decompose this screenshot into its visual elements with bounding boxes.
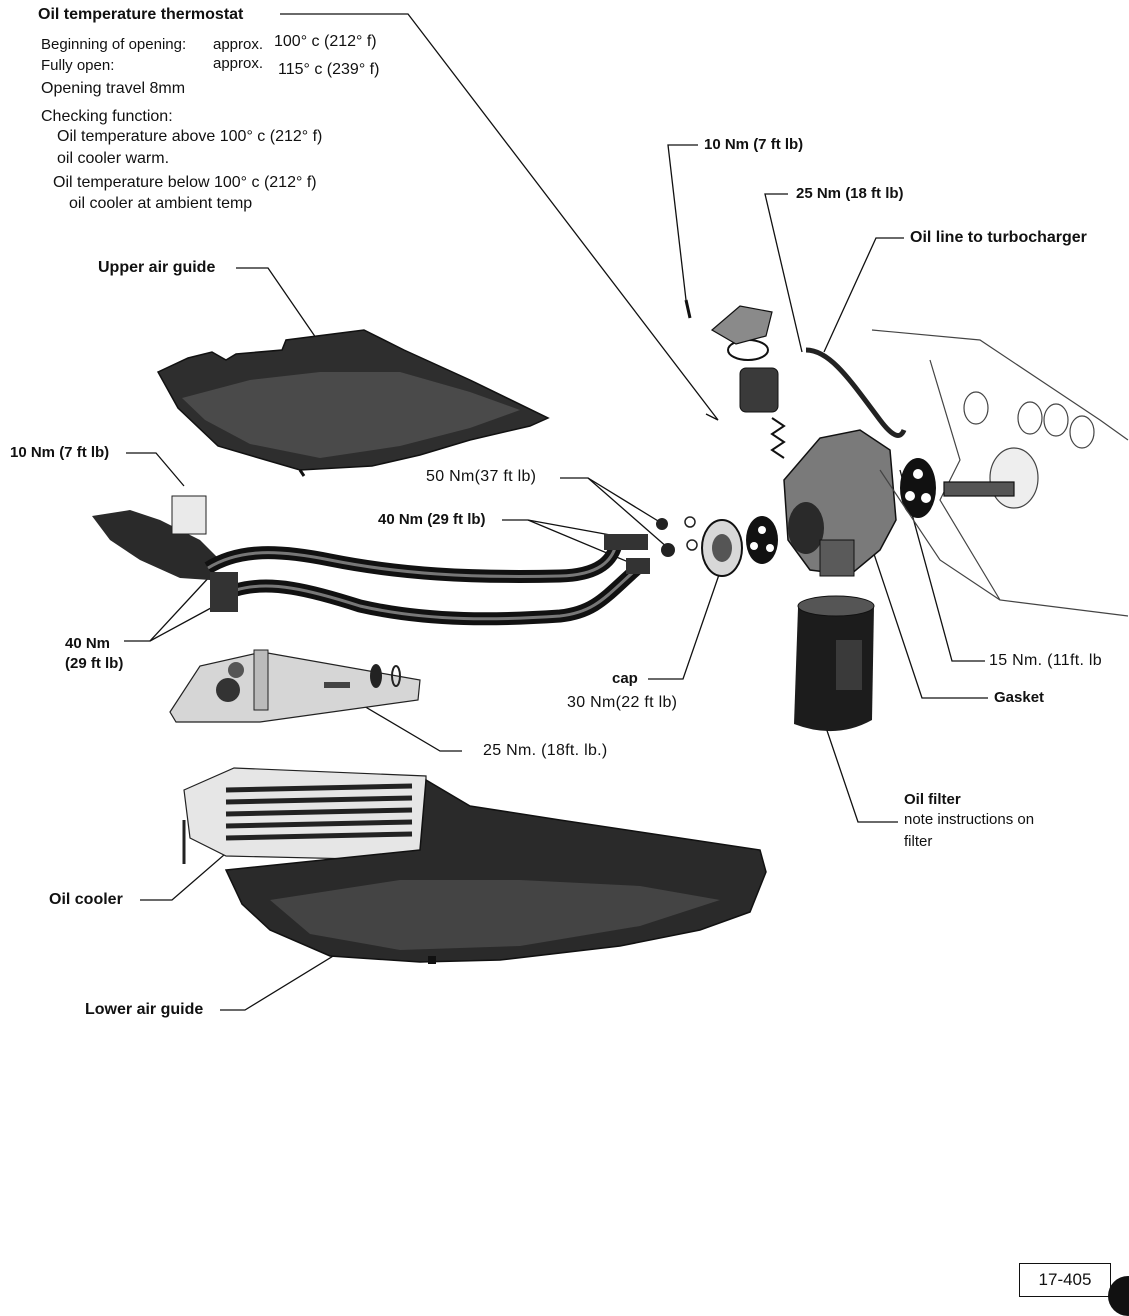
label-oil-line-turbocharger: Oil line to turbocharger bbox=[910, 229, 1087, 246]
label-torque-25nm-mid: 25 Nm. (18ft. lb.) bbox=[483, 742, 608, 759]
figure-reference-box: 17-405 bbox=[1019, 1263, 1111, 1297]
thermostat-check-line1: Oil temperature above 100° c (212° f) bbox=[57, 128, 323, 145]
label-torque-40nm-left-line1: 40 Nm bbox=[65, 635, 111, 652]
thermostat-begin-value: 100° c (212° f) bbox=[274, 33, 377, 50]
leader-40nm-mid-b bbox=[527, 519, 639, 567]
leader-gasket bbox=[865, 529, 988, 699]
label-oil-filter: Oil filter bbox=[904, 791, 961, 808]
label-torque-40nm-left-line2: (29 ft lb) bbox=[65, 655, 124, 672]
thermostat-begin-approx: approx. bbox=[213, 36, 264, 53]
leader-10nm-top bbox=[667, 144, 698, 301]
label-torque-10nm-left: 10 Nm (7 ft lb) bbox=[10, 444, 110, 461]
leader-oil-line-turbo bbox=[823, 237, 904, 353]
label-torque-40nm-mid: 40 Nm (29 ft lb) bbox=[378, 511, 486, 528]
oil-cooler-part bbox=[182, 767, 427, 864]
oil-filter-part bbox=[794, 595, 875, 732]
label-torque-10nm-top: 10 Nm (7 ft lb) bbox=[704, 136, 804, 153]
label-gasket: Gasket bbox=[994, 689, 1045, 706]
thermostat-check-line3: Oil temperature below 100° c (212° f) bbox=[53, 174, 317, 191]
label-torque-15nm: 15 Nm. (11ft. lb bbox=[989, 652, 1102, 669]
thermostat-title: Oil temperature thermostat bbox=[38, 6, 244, 23]
leader-15nm bbox=[899, 469, 985, 662]
thermostat-full-value: 115° c (239° f) bbox=[278, 61, 380, 78]
figure-reference-number: 17-405 bbox=[1038, 1270, 1092, 1289]
thermostat-check-line4: oil cooler at ambient temp bbox=[69, 195, 253, 212]
label-oil-filter-note-line1: note instructions on bbox=[904, 811, 1035, 828]
thermostat-full-approx: approx. bbox=[213, 55, 264, 72]
thermostat-check-title: Checking function: bbox=[41, 108, 173, 125]
leader-10nm-left bbox=[126, 452, 185, 487]
bracket-part bbox=[169, 649, 421, 723]
leader-cap bbox=[648, 565, 723, 680]
oil-lines-assembly bbox=[92, 495, 698, 626]
leader-25nm-top bbox=[764, 193, 803, 353]
upper-air-guide-part bbox=[156, 329, 550, 477]
engine-block-part bbox=[871, 329, 1129, 617]
label-torque-30nm: 30 Nm(22 ft lb) bbox=[567, 694, 678, 711]
lower-air-guide-part bbox=[224, 778, 767, 964]
thermostat-full-label: Fully open: bbox=[41, 57, 115, 74]
filter-flange-part bbox=[684, 299, 936, 577]
label-cap: cap bbox=[612, 670, 638, 687]
leader-50nm-b bbox=[587, 477, 669, 549]
leader-lines bbox=[124, 13, 988, 1011]
leader-thermostat bbox=[280, 13, 719, 421]
label-upper-air-guide: Upper air guide bbox=[98, 259, 216, 276]
leader-50nm bbox=[560, 477, 664, 525]
thermostat-travel: Opening travel 8mm bbox=[41, 80, 186, 97]
label-oil-filter-note-line2: filter bbox=[904, 833, 933, 850]
cap-part bbox=[701, 516, 778, 577]
label-lower-air-guide: Lower air guide bbox=[85, 1001, 204, 1018]
label-torque-25nm-top: 25 Nm (18 ft lb) bbox=[796, 185, 904, 202]
label-torque-50nm: 50 Nm(37 ft lb) bbox=[426, 468, 537, 485]
label-oil-cooler: Oil cooler bbox=[49, 891, 123, 908]
thermostat-begin-label: Beginning of opening: bbox=[41, 36, 187, 53]
leader-oil-filter bbox=[817, 703, 898, 823]
thermostat-check-line2: oil cooler warm. bbox=[57, 150, 170, 167]
